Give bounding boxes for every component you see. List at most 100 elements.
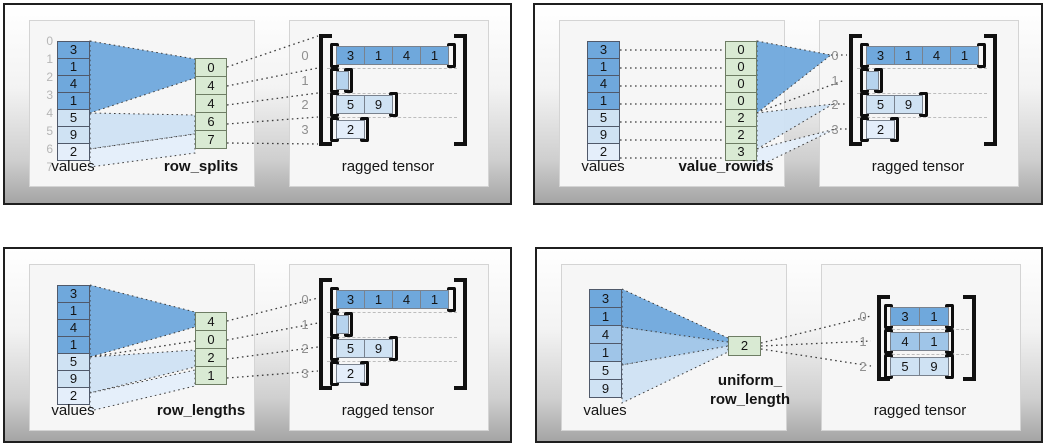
encoder-cell: 4 [195, 312, 227, 331]
tensor-row: 3 1 4 1 [336, 290, 449, 309]
tensor-row-label: 2 [831, 97, 839, 112]
value-cell: 4 [57, 75, 90, 93]
value-cell: 3 [57, 41, 90, 59]
value-cell: 1 [57, 92, 90, 110]
outer-bracket-left-icon [319, 34, 332, 146]
tensor-row: 5 9 [866, 95, 923, 114]
value-cell: 3 [587, 41, 620, 59]
row-bracket-left-icon [330, 117, 339, 142]
connector-overlay [89, 284, 319, 412]
tensor-cell: 2 [336, 120, 365, 139]
uniform-row-length-cell: 2 [728, 336, 761, 356]
value-cell: 9 [57, 126, 90, 144]
encoder-caption: uniform_ row_length [670, 371, 830, 409]
encoder-cell: 2 [195, 348, 227, 367]
tensor-row-empty [866, 71, 879, 90]
tensor-cell: 9 [919, 357, 949, 376]
tensor-cell: 1 [919, 332, 949, 351]
tensor-row-label: 2 [859, 359, 867, 374]
tensor-caption: ragged tensor [873, 402, 967, 419]
tensor-cell: 9 [364, 339, 393, 358]
row-separator [857, 117, 987, 118]
panel-row-splits: 0 1 2 3 4 5 6 7 3 1 4 1 5 9 2 0 4 4 6 7 … [3, 3, 512, 205]
row-separator [887, 354, 969, 355]
tensor-cell: 5 [336, 339, 365, 358]
tensor-cell: 9 [894, 95, 923, 114]
encoder-caption: row_splits [163, 158, 239, 175]
encoder-cell: 0 [195, 330, 227, 349]
value-cell: 5 [57, 353, 90, 371]
row-bracket-right-icon [890, 117, 899, 142]
values-column: 3 1 4 1 5 9 [589, 289, 622, 398]
encoder-cell: 2 [725, 126, 757, 144]
row-separator [857, 68, 987, 69]
tensor-cell: 1 [420, 46, 449, 65]
row-bracket-left-icon [884, 329, 893, 354]
row-separator [327, 361, 457, 362]
row-bracket-right-icon [344, 312, 353, 337]
row-separator [327, 68, 457, 69]
row-bracket-left-icon [884, 354, 893, 379]
value-cell: 1 [589, 343, 622, 362]
outer-bracket-left-icon [319, 278, 332, 390]
encoder-cell: 4 [195, 94, 227, 113]
tensor-row-label: 1 [831, 73, 839, 88]
tensor-empty-cell [336, 315, 349, 334]
values-index-label: 5 [46, 124, 53, 138]
tensor-cell: 2 [866, 120, 895, 139]
tensor-cell: 3 [866, 46, 895, 65]
value-cell: 9 [589, 379, 622, 398]
tensor-row: 4 1 [890, 332, 949, 351]
value-cell: 1 [57, 302, 90, 320]
tensor-row-label: 1 [859, 334, 867, 349]
tensor-row-label: 3 [831, 122, 839, 137]
values-caption: values [581, 158, 625, 175]
values-index-label: 3 [46, 88, 53, 102]
encoder-cell: 2 [728, 336, 761, 356]
encoder-cell: 2 [725, 109, 757, 127]
encoder-cell: 7 [195, 130, 227, 149]
row-bracket-left-icon [860, 117, 869, 142]
encoder-caption-line-1: uniform_ [717, 372, 783, 389]
tensor-row: 5 9 [890, 357, 949, 376]
value-cell: 2 [57, 143, 90, 161]
tensor-row: 2 [336, 364, 365, 383]
encoder-cell: 4 [195, 76, 227, 95]
encoder-cell: 0 [725, 58, 757, 76]
row-bracket-right-icon [389, 336, 398, 361]
outer-bracket-right-icon [454, 278, 467, 390]
row-splits-column: 0 4 4 6 7 [195, 58, 227, 149]
tensor-caption: ragged tensor [341, 402, 435, 419]
encoder-caption: value_rowids [678, 158, 774, 175]
connector-overlay [620, 40, 847, 168]
tensor-row-label: 1 [301, 73, 309, 88]
row-bracket-right-icon [360, 117, 369, 142]
values-column: 3 1 4 1 5 9 2 [57, 285, 90, 405]
encoder-caption: row_lengths [156, 402, 246, 419]
tensor-row-label: 0 [859, 309, 867, 324]
row-separator [887, 329, 969, 330]
tensor-row: 3 1 4 1 [866, 46, 979, 65]
row-bracket-right-icon [874, 68, 883, 93]
tensor-cell: 1 [420, 290, 449, 309]
row-bracket-right-icon [945, 304, 954, 329]
tensor-row-label: 0 [831, 48, 839, 63]
tensor-cell: 3 [336, 46, 365, 65]
value-cell: 5 [589, 361, 622, 380]
value-cell: 3 [589, 289, 622, 308]
row-bracket-left-icon [330, 43, 339, 68]
tensor-caption: ragged tensor [341, 158, 435, 175]
row-bracket-right-icon [360, 361, 369, 386]
tensor-row: 3 1 [890, 307, 949, 326]
value-cell: 3 [57, 285, 90, 303]
tensor-cell: 4 [922, 46, 951, 65]
row-bracket-right-icon [919, 92, 928, 117]
row-bracket-left-icon [330, 361, 339, 386]
value-cell: 4 [587, 75, 620, 93]
panel-value-rowids: 3 1 4 1 5 9 2 0 0 0 0 2 2 3 0 1 2 3 3 1 … [533, 3, 1043, 205]
value-cell: 1 [587, 58, 620, 76]
tensor-cell: 9 [364, 95, 393, 114]
value-cell: 9 [587, 126, 620, 144]
tensor-cell: 1 [894, 46, 923, 65]
row-bracket-right-icon [977, 43, 986, 68]
